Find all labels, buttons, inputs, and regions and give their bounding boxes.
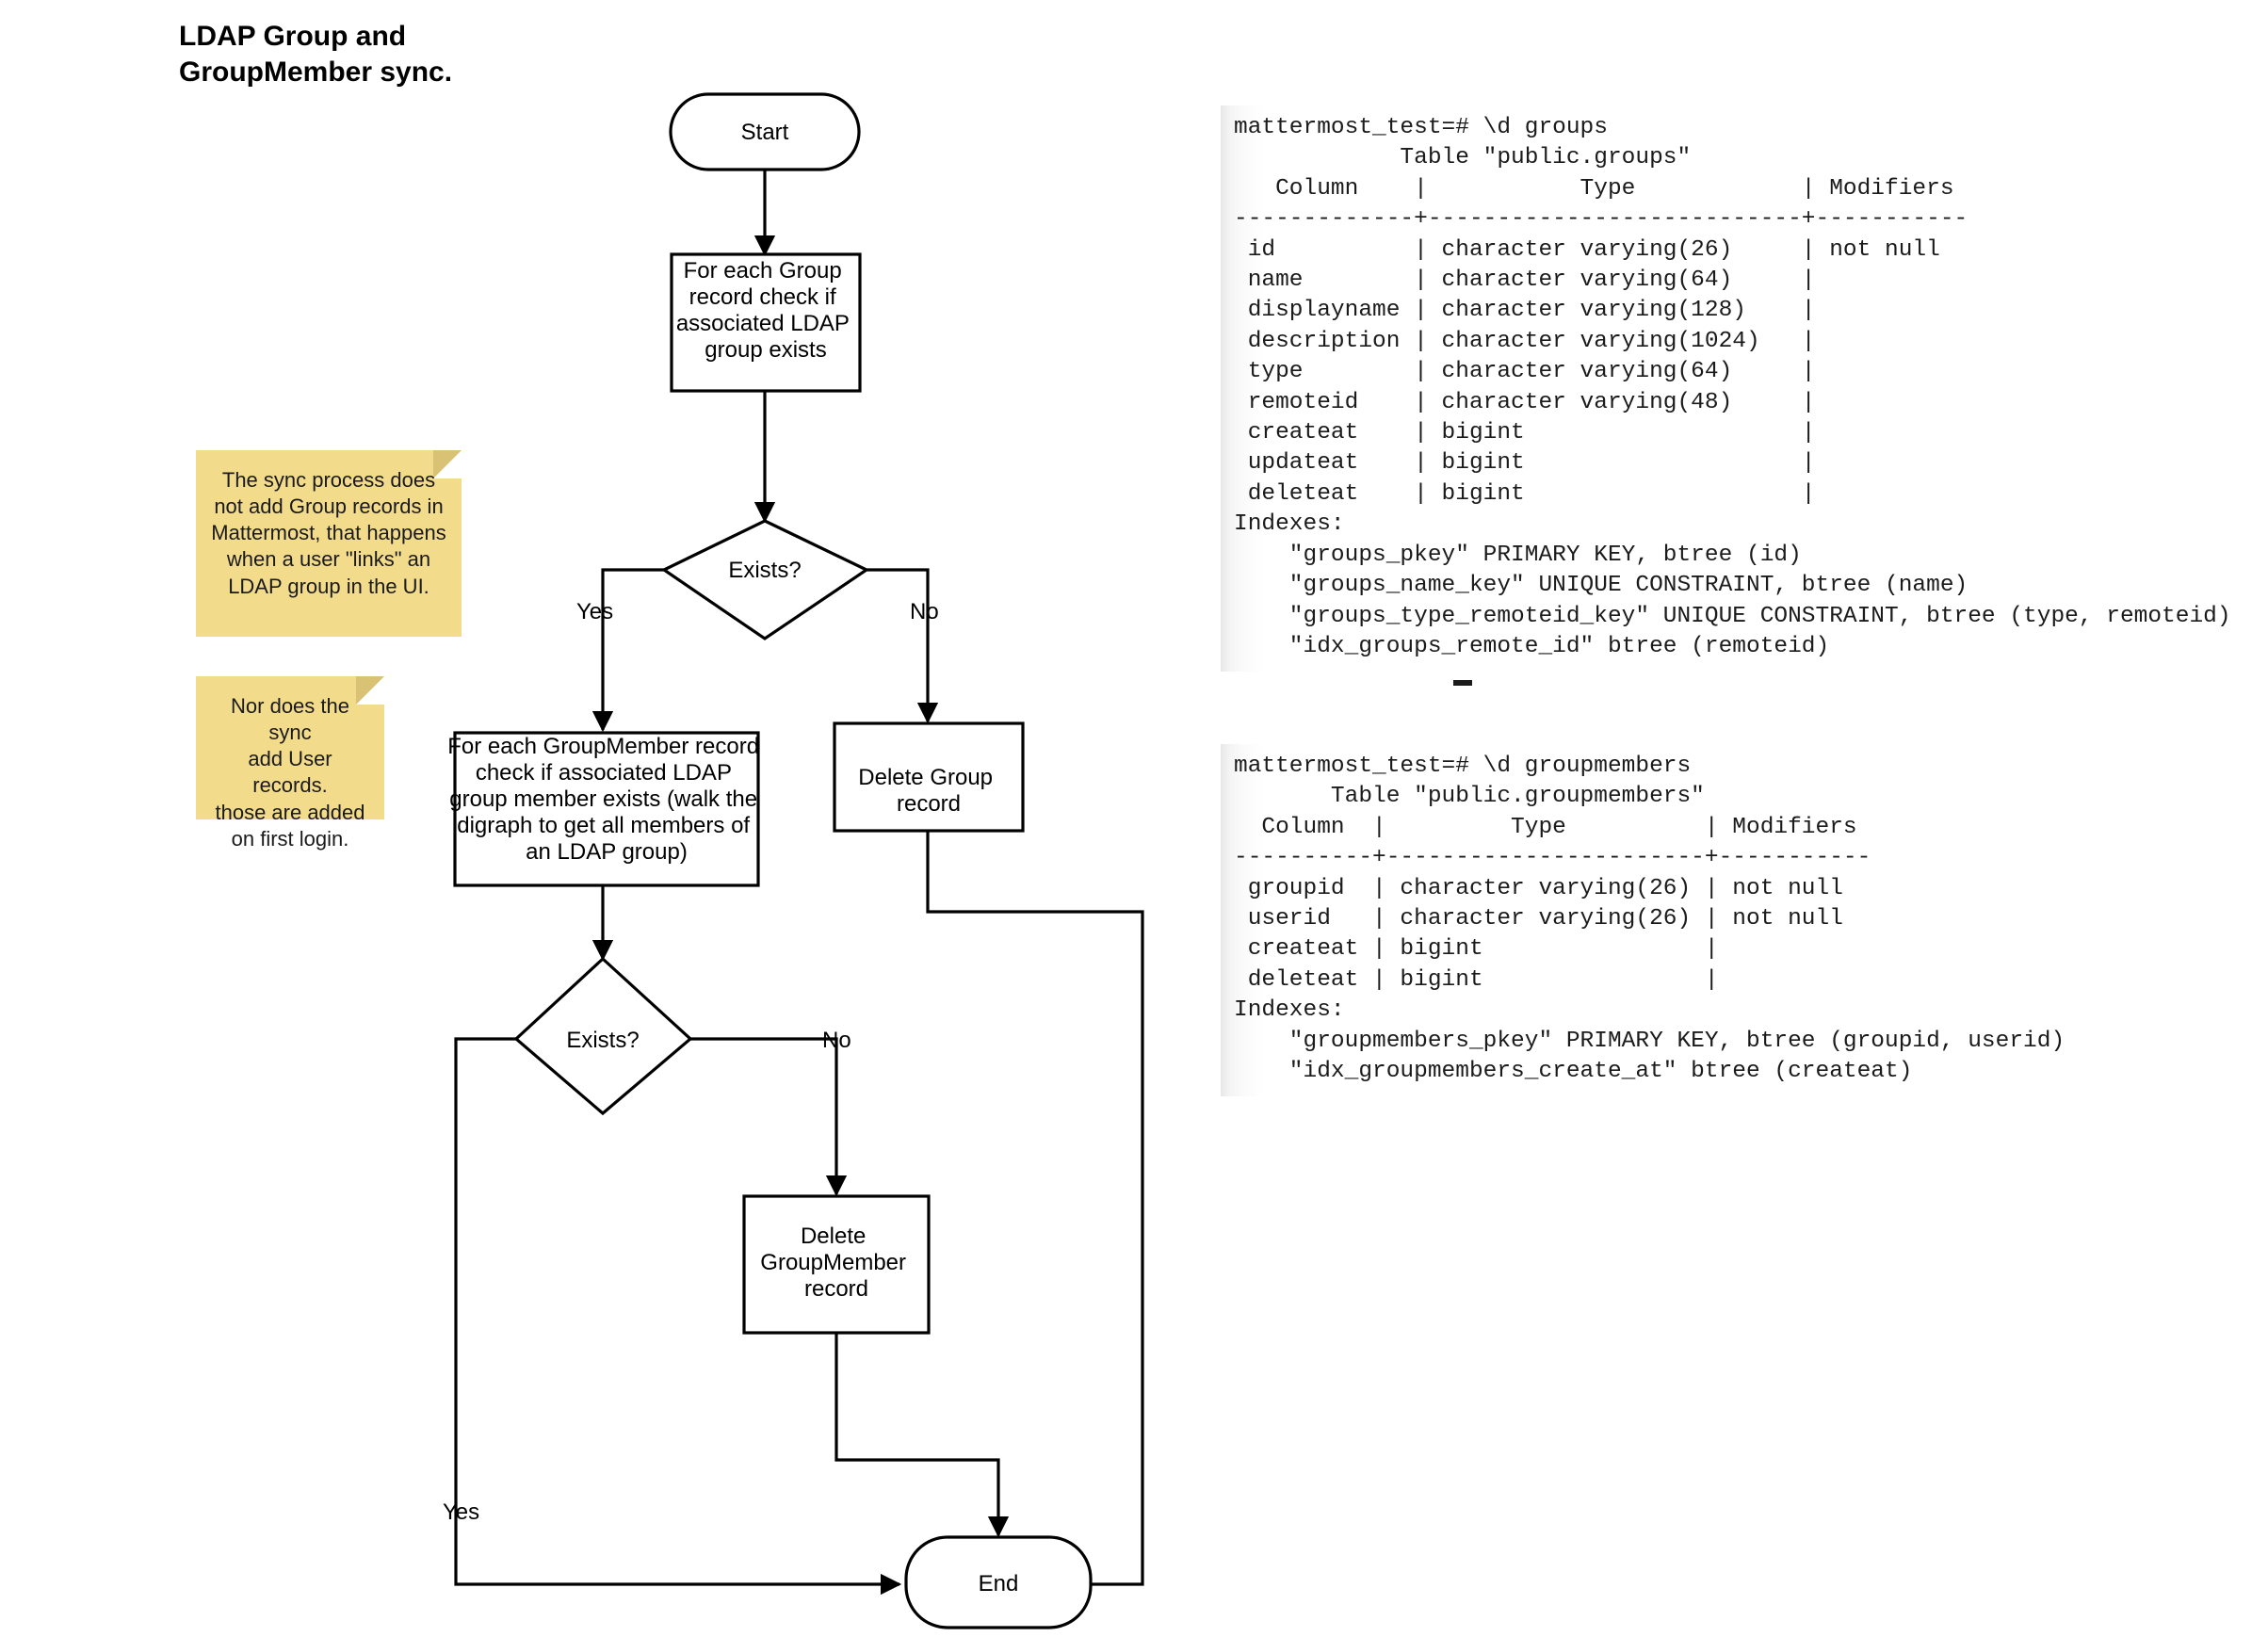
node-check-group-label: For each Group record check if associate… xyxy=(676,258,855,363)
edge-delete-groupmember-to-end xyxy=(834,1333,1010,1538)
edge-exists-group-no xyxy=(867,568,939,724)
edge-label-member-yes: Yes xyxy=(443,1499,479,1525)
note-text: Nor does the sync add User records. thos… xyxy=(215,694,365,851)
node-check-group[interactable]: For each Group record check if associate… xyxy=(670,252,862,393)
note-fold-shadow-icon xyxy=(433,450,462,478)
edge-label-member-no: No xyxy=(822,1028,851,1053)
terminal-output-groups: mattermost_test=# \d groups Table "publi… xyxy=(1221,105,2231,673)
node-check-groupmember[interactable]: For each GroupMember record check if ass… xyxy=(447,731,765,887)
edge-exists-group-yes xyxy=(591,568,664,733)
node-start-label: Start xyxy=(741,120,789,145)
edge-exists-groupmember-no xyxy=(690,1037,848,1197)
node-start[interactable]: Start xyxy=(669,92,861,171)
terminal-output-groupmembers: mattermost_test=# \d groupmembers Table … xyxy=(1221,744,2065,1097)
node-exists-groupmember[interactable]: Exists? xyxy=(513,956,693,1116)
node-delete-groupmember-label: Delete GroupMember record xyxy=(760,1224,912,1302)
edge-delete-group-to-end xyxy=(926,831,1144,1596)
node-end-label: End xyxy=(979,1571,1019,1596)
node-delete-group-label: Delete Group record xyxy=(858,765,998,817)
node-delete-group[interactable]: Delete Group record xyxy=(833,721,1025,833)
terminal-cursor-icon xyxy=(1453,680,1472,686)
edge-label-group-no: No xyxy=(910,599,939,624)
note-background xyxy=(196,676,384,819)
sticky-note-sync-group: The sync process does not add Group reco… xyxy=(196,450,462,637)
node-delete-groupmember[interactable]: Delete GroupMember record xyxy=(742,1194,931,1335)
page-title: LDAP Group and GroupMember sync. xyxy=(179,21,453,89)
note-background xyxy=(196,450,462,637)
note-text: The sync process does not add Group reco… xyxy=(211,468,446,598)
node-exists-groupmember-label: Exists? xyxy=(566,1028,639,1053)
sticky-note-sync-user: Nor does the sync add User records. thos… xyxy=(196,676,384,851)
node-check-groupmember-label: For each GroupMember record check if ass… xyxy=(447,734,765,865)
node-exists-group-label: Exists? xyxy=(728,558,801,583)
node-end[interactable]: End xyxy=(904,1535,1093,1629)
edge-label-group-yes: Yes xyxy=(576,599,613,624)
note-fold-shadow-icon xyxy=(356,676,384,705)
node-exists-group[interactable]: Exists? xyxy=(660,519,870,640)
edge-exists-groupmember-yes xyxy=(454,1037,902,1596)
